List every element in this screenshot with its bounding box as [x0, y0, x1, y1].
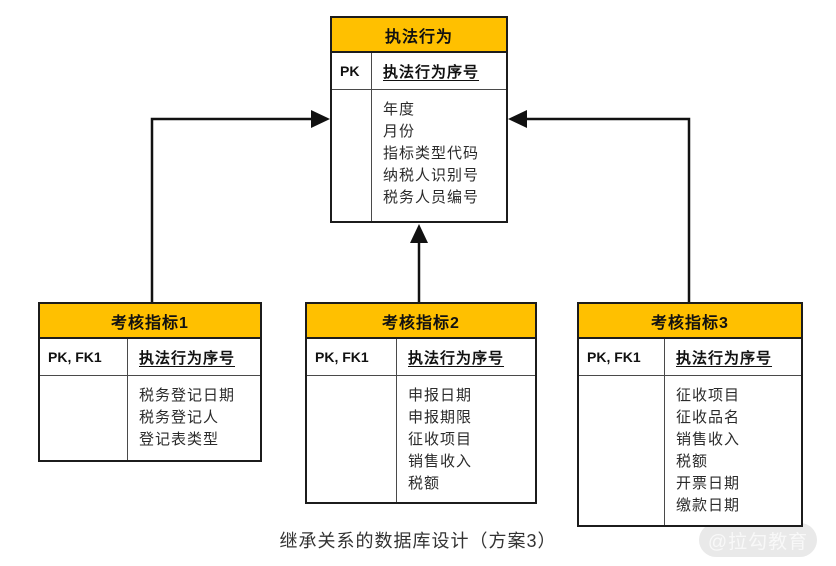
key-attribute: 执法行为序号 — [383, 63, 480, 81]
entity-title: 考核指标1 — [40, 304, 260, 339]
attribute: 开票日期 — [676, 475, 741, 492]
key-column-spacer — [307, 376, 397, 502]
attribute: 税额 — [408, 475, 441, 492]
attribute-list: 征收项目 征收品名 销售收入 税额 开票日期 缴款日期 — [665, 376, 801, 525]
attribute-list: 年度 月份 指标类型代码 纳税人识别号 税务人员编号 — [372, 90, 506, 221]
attribute: 指标类型代码 — [383, 145, 480, 162]
attribute: 税务登记人 — [139, 409, 220, 426]
key-column-spacer — [579, 376, 665, 525]
attribute-section: 税务登记日期 税务登记人 登记表类型 — [40, 376, 260, 460]
attribute: 申报期限 — [408, 409, 473, 426]
attribute: 销售收入 — [408, 453, 473, 470]
attribute: 月份 — [383, 123, 416, 140]
key-label: PK — [332, 53, 372, 89]
arrowhead-left-icon — [508, 110, 527, 128]
attribute: 征收品名 — [676, 409, 741, 426]
key-attribute: 执法行为序号 — [139, 349, 236, 367]
attribute-list: 税务登记日期 税务登记人 登记表类型 — [128, 376, 260, 460]
attribute: 登记表类型 — [139, 431, 220, 448]
attribute: 销售收入 — [676, 431, 741, 448]
attribute: 税额 — [676, 453, 709, 470]
entity-title: 考核指标2 — [307, 304, 535, 339]
key-column-spacer — [332, 90, 372, 221]
entity-assessment-indicator-2: 考核指标2 PK, FK1 执法行为序号 申报日期 申报期限 征收项目 销售收入… — [305, 302, 537, 504]
primary-key-row: PK, FK1 执法行为序号 — [307, 339, 535, 376]
entity-assessment-indicator-3: 考核指标3 PK, FK1 执法行为序号 征收项目 征收品名 销售收入 税额 开… — [577, 302, 803, 527]
attribute: 年度 — [383, 101, 416, 118]
attribute: 缴款日期 — [676, 497, 741, 514]
primary-key-row: PK, FK1 执法行为序号 — [579, 339, 801, 376]
arrowhead-right-icon — [311, 110, 330, 128]
attribute: 纳税人识别号 — [383, 167, 480, 184]
entity-title: 考核指标3 — [579, 304, 801, 339]
key-column-spacer — [40, 376, 128, 460]
key-label: PK, FK1 — [579, 339, 665, 375]
attribute: 征收项目 — [408, 431, 473, 448]
entity-assessment-indicator-1: 考核指标1 PK, FK1 执法行为序号 税务登记日期 税务登记人 登记表类型 — [38, 302, 262, 462]
attribute: 税务人员编号 — [383, 189, 480, 206]
entity-title: 执法行为 — [332, 18, 506, 53]
attribute-section: 征收项目 征收品名 销售收入 税额 开票日期 缴款日期 — [579, 376, 801, 525]
primary-key-row: PK, FK1 执法行为序号 — [40, 339, 260, 376]
key-attribute: 执法行为序号 — [676, 349, 773, 367]
key-label: PK, FK1 — [307, 339, 397, 375]
key-attribute: 执法行为序号 — [408, 349, 505, 367]
attribute: 征收项目 — [676, 387, 741, 404]
entity-law-enforcement-behavior: 执法行为 PK 执法行为序号 年度 月份 指标类型代码 纳税人识别号 税务人员编… — [330, 16, 508, 223]
connector-indicator3-to-parent — [527, 117, 691, 302]
attribute-section: 申报日期 申报期限 征收项目 销售收入 税额 — [307, 376, 535, 502]
primary-key-row: PK 执法行为序号 — [332, 53, 506, 90]
watermark-badge: @拉勾教育 — [699, 523, 817, 557]
key-label: PK, FK1 — [40, 339, 128, 375]
attribute: 申报日期 — [408, 387, 473, 404]
connector-indicator1-to-parent — [150, 117, 313, 302]
attribute-section: 年度 月份 指标类型代码 纳税人识别号 税务人员编号 — [332, 90, 506, 221]
attribute: 税务登记日期 — [139, 387, 236, 404]
arrowhead-up-icon — [410, 224, 428, 243]
attribute-list: 申报日期 申报期限 征收项目 销售收入 税额 — [397, 376, 535, 502]
diagram-caption: 继承关系的数据库设计（方案3） — [279, 531, 557, 551]
